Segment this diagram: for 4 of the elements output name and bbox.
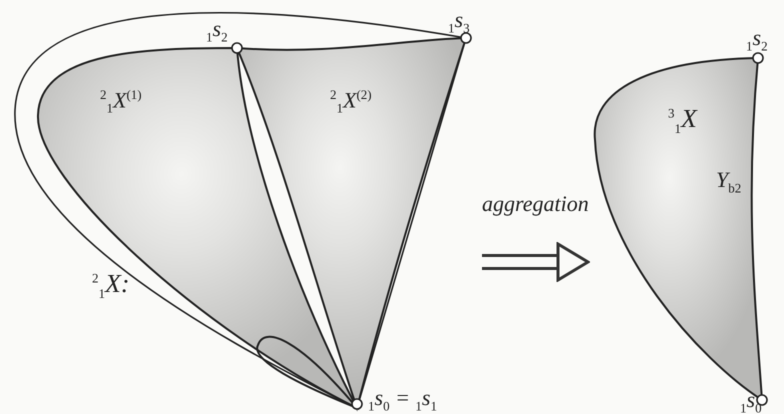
- vertex-label: $_{1}$s$_{3}$: [448, 8, 470, 36]
- vertex-label: $_{1}$s$_{0}$ = $_{1}$s$_{1}$: [368, 386, 437, 414]
- vertex-label: $_{1}$s$_{2}$: [746, 26, 768, 54]
- vertex-label: $_{1}$s$_{2}$: [206, 17, 228, 45]
